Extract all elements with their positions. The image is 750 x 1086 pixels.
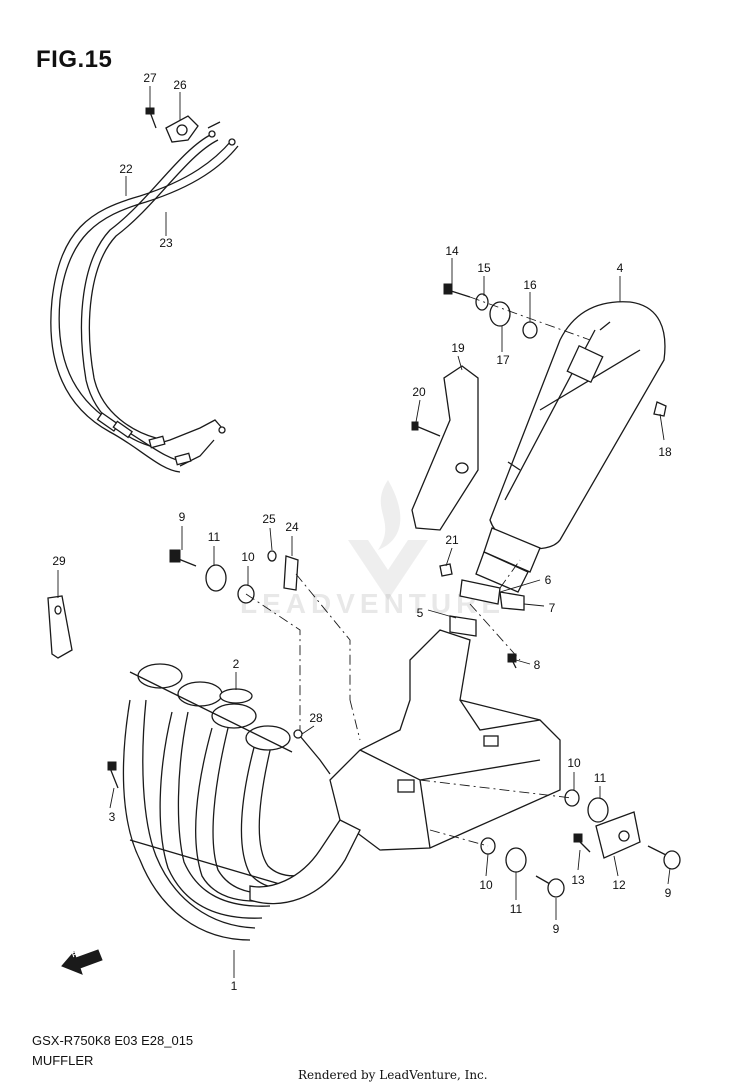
right-mount-hardware <box>419 779 681 898</box>
diagram-code: GSX-R750K8 E03 E28_015 <box>32 1033 194 1048</box>
exhaust-valve-cables <box>50 130 239 473</box>
part-number-19[interactable]: 19 <box>451 341 465 355</box>
part-number-23[interactable]: 23 <box>159 236 173 250</box>
heat-cover <box>411 365 479 531</box>
joint-clamp-parts <box>439 559 525 669</box>
part-number-11-lower[interactable]: 11 <box>509 902 523 916</box>
part-number-16[interactable]: 16 <box>523 278 537 292</box>
part-number-15[interactable]: 15 <box>477 261 491 275</box>
part-number-10-left[interactable]: 10 <box>241 550 255 564</box>
figure-title: FIG.15 <box>36 46 113 73</box>
muffler-mount-hardware <box>443 283 667 417</box>
part-number-10-lower[interactable]: 10 <box>479 878 493 892</box>
muffler-body <box>475 301 666 593</box>
part-number-12[interactable]: 12 <box>612 878 626 892</box>
part-number-11-right[interactable]: 11 <box>593 771 607 785</box>
part-number-9-left[interactable]: 9 <box>178 510 186 524</box>
part-number-6[interactable]: 6 <box>544 573 552 587</box>
part-number-7[interactable]: 7 <box>548 601 556 615</box>
exhaust-header-pipes <box>107 663 361 941</box>
part-number-9-lower[interactable]: 9 <box>552 922 560 936</box>
part-number-27[interactable]: 27 <box>143 71 157 85</box>
leader-lines <box>57 86 671 978</box>
bracket-29 <box>47 595 73 659</box>
part-number-21[interactable]: 21 <box>445 533 459 547</box>
watermark-logo <box>348 480 428 600</box>
part-number-18[interactable]: 18 <box>658 445 672 459</box>
part-number-2[interactable]: 2 <box>232 657 240 671</box>
part-number-1[interactable]: 1 <box>230 979 238 993</box>
fwd-arrow-icon <box>61 949 103 975</box>
part-number-28[interactable]: 28 <box>309 711 323 725</box>
part-number-29[interactable]: 29 <box>52 554 66 568</box>
part-number-24[interactable]: 24 <box>285 520 299 534</box>
part-number-8[interactable]: 8 <box>533 658 541 672</box>
part-number-13[interactable]: 13 <box>571 873 585 887</box>
diagram-name: MUFFLER <box>32 1053 94 1068</box>
part-number-3[interactable]: 3 <box>108 810 116 824</box>
part-number-22[interactable]: 22 <box>119 162 133 176</box>
part-number-26[interactable]: 26 <box>173 78 187 92</box>
left-mount-hardware <box>169 549 361 741</box>
cable-bracket-assembly <box>145 107 221 143</box>
part-number-11-left[interactable]: 11 <box>207 530 221 544</box>
credit-line: Rendered by LeadVenture, Inc. <box>298 1068 488 1082</box>
part-number-20[interactable]: 20 <box>412 385 426 399</box>
part-number-17[interactable]: 17 <box>496 353 510 367</box>
part-number-4[interactable]: 4 <box>616 261 624 275</box>
part-number-14[interactable]: 14 <box>445 244 459 258</box>
part-number-9-right[interactable]: 9 <box>664 886 672 900</box>
watermark-text: LEADVENTURE <box>240 588 506 619</box>
part-number-5[interactable]: 5 <box>416 606 424 620</box>
part-number-25[interactable]: 25 <box>262 512 276 526</box>
part-number-10-right[interactable]: 10 <box>567 756 581 770</box>
